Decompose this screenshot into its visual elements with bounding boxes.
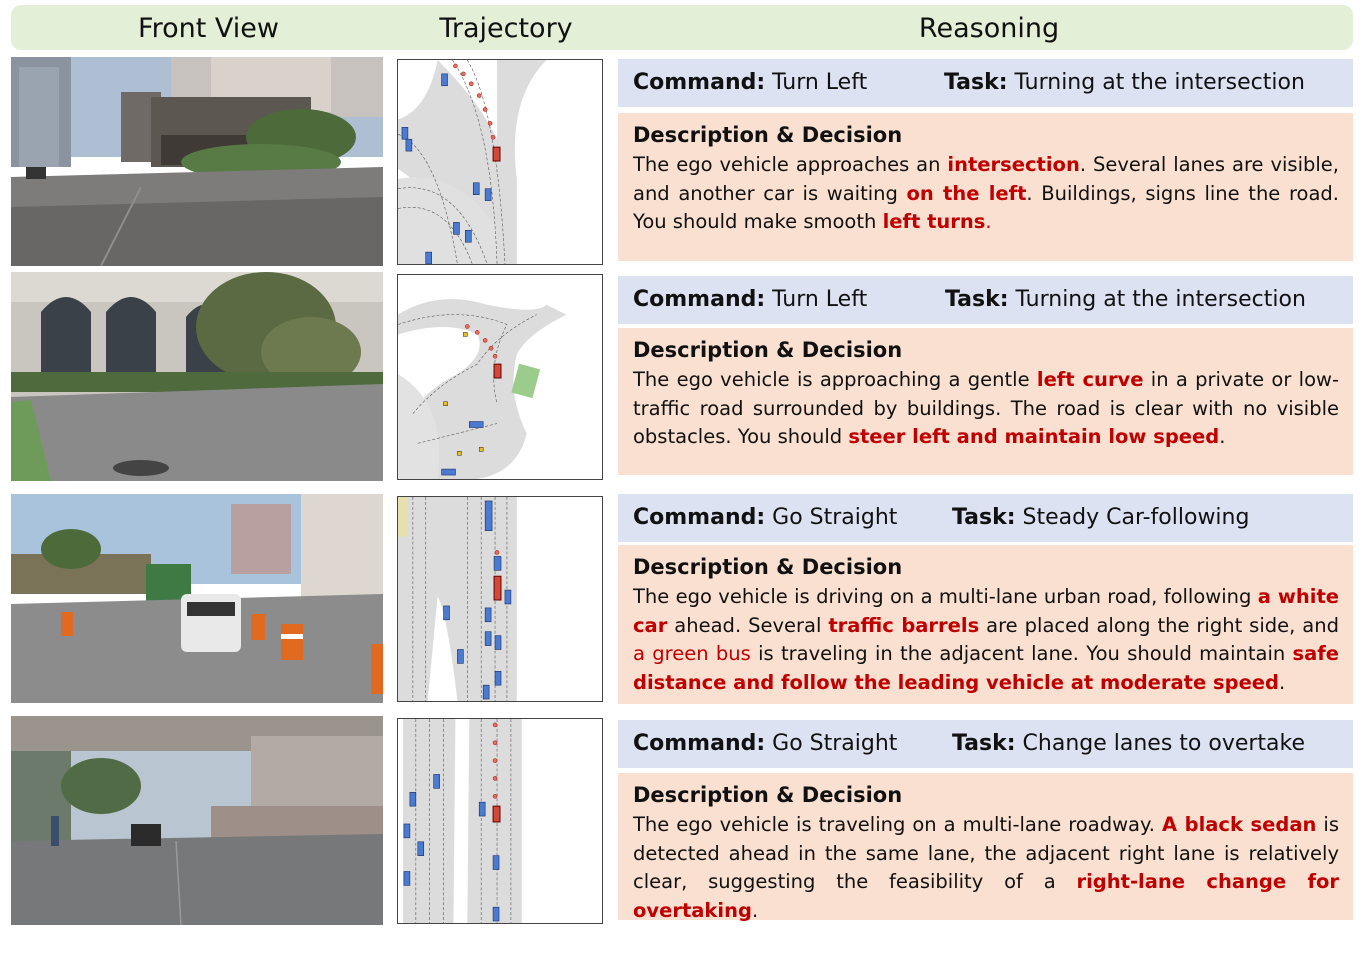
description-text-4: The ego vehicle is traveling on a multi-… xyxy=(633,811,1339,926)
description-segment: ahead. Several xyxy=(667,613,829,637)
highlighted-phrase: A black sedan xyxy=(1161,813,1317,836)
task-label-3: Task: xyxy=(952,505,1016,530)
description-segment: . xyxy=(751,899,759,923)
description-box-4: Description & Decision The ego vehicle i… xyxy=(618,773,1353,922)
highlighted-phrase: on the left xyxy=(906,181,1027,205)
description-title-2: Description & Decision xyxy=(633,338,903,362)
front-view-image-2 xyxy=(11,272,383,481)
highlighted-phrase: traffic barrels xyxy=(828,613,980,637)
highlighted-phrase: a green bus xyxy=(633,642,751,666)
highlighted-phrase: left curve xyxy=(1036,368,1144,391)
highlighted-phrase: a white car xyxy=(633,585,1339,637)
command-label-3: Command: xyxy=(633,505,766,530)
command-label-1: Command: xyxy=(633,70,766,95)
description-segment: are placed along the right side, and xyxy=(979,613,1339,637)
description-segment: . xyxy=(1279,671,1286,695)
command-value-4: Go Straight xyxy=(772,731,898,756)
trajectory-map-2 xyxy=(397,274,603,480)
trajectory-map-4 xyxy=(397,718,603,924)
task-value-4: Change lanes to overtake xyxy=(1022,731,1306,756)
description-box-2: Description & Decision The ego vehicle i… xyxy=(618,328,1353,475)
description-segment: is traveling in the adjacent lane. You s… xyxy=(750,642,1293,666)
description-text-2: The ego vehicle is approaching a gentle … xyxy=(633,366,1339,452)
front-view-image-1 xyxy=(11,57,383,266)
column-header-bar: Front View Trajectory Reasoning xyxy=(11,5,1353,50)
highlighted-phrase: safe distance and follow the leading veh… xyxy=(633,642,1340,695)
description-text-3: The ego vehicle is driving on a multi-la… xyxy=(633,583,1339,698)
trajectory-map-1 xyxy=(397,59,603,265)
task-label-1: Task: xyxy=(944,70,1008,95)
description-segment: . xyxy=(1219,425,1226,449)
highlighted-phrase: intersection xyxy=(947,153,1080,176)
description-title-1: Description & Decision xyxy=(633,123,903,147)
highlighted-phrase: . xyxy=(985,210,992,234)
trajectory-map-3 xyxy=(397,496,603,702)
command-value-2: Turn Left xyxy=(772,287,868,312)
command-label-4: Command: xyxy=(633,731,766,756)
command-label-2: Command: xyxy=(633,287,766,312)
command-bar-4: Command: Go Straight Task: Change lanes … xyxy=(618,720,1353,768)
task-value-3: Steady Car-following xyxy=(1022,505,1250,530)
front-view-image-3 xyxy=(11,494,383,703)
highlighted-phrase: left turns xyxy=(882,210,986,234)
description-segment: The ego vehicle is traveling on a multi-… xyxy=(633,813,1162,836)
task-label-2: Task: xyxy=(945,287,1009,312)
command-bar-2: Command: Turn Left Task: Turning at the … xyxy=(618,276,1353,324)
description-segment: . Several lanes are visible, and another… xyxy=(633,153,1340,205)
header-reasoning: Reasoning xyxy=(918,13,1060,44)
description-segment: is detected ahead in the same lane, the … xyxy=(633,813,1339,894)
command-value-3: Go Straight xyxy=(772,505,898,530)
description-box-1: Description & Decision The ego vehicle a… xyxy=(618,113,1353,261)
header-trajectory: Trajectory xyxy=(439,13,573,44)
description-segment: The ego vehicle is approaching a gentle xyxy=(633,368,1037,391)
description-segment: The ego vehicle approaches an xyxy=(633,153,948,176)
task-value-2: Turning at the intersection xyxy=(1015,287,1306,312)
command-bar-1: Command: Turn Left Task: Turning at the … xyxy=(618,59,1353,107)
task-value-1: Turning at the intersection xyxy=(1014,70,1305,95)
description-box-3: Description & Decision The ego vehicle i… xyxy=(618,545,1353,704)
front-view-image-4 xyxy=(11,716,383,925)
description-segment: The ego vehicle is driving on a multi-la… xyxy=(633,585,1258,608)
description-segment: . Buildings, signs line the road. You sh… xyxy=(633,181,1339,234)
command-value-1: Turn Left xyxy=(772,70,868,95)
description-text-1: The ego vehicle approaches an intersecti… xyxy=(633,151,1339,237)
task-label-4: Task: xyxy=(952,731,1016,756)
header-front-view: Front View xyxy=(138,13,279,44)
highlighted-phrase: right-lane change for overtaking xyxy=(633,870,1339,923)
highlighted-phrase: steer left and maintain low speed xyxy=(848,425,1220,449)
description-title-3: Description & Decision xyxy=(633,555,903,579)
description-segment: in a private or low-traffic road surroun… xyxy=(633,368,1339,449)
command-bar-3: Command: Go Straight Task: Steady Car-fo… xyxy=(618,494,1353,542)
description-title-4: Description & Decision xyxy=(633,783,903,807)
